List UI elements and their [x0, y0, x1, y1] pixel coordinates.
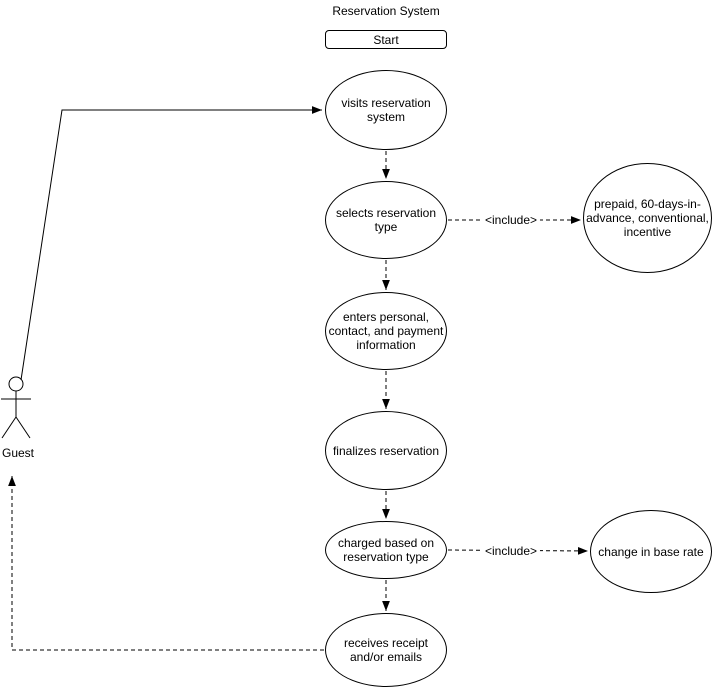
actor-left-leg	[1, 416, 17, 439]
use-case-visits-reservation-system: visits reservation system	[325, 70, 447, 150]
use-case-selects-reservation-type: selects reservation type	[325, 181, 447, 259]
use-case-receives-receipt: receives receipt and/or emails	[325, 613, 447, 687]
use-case-label: prepaid, 60-days-in- advance, convention…	[586, 197, 709, 239]
use-case-change-in-base-rate: change in base rate	[590, 510, 712, 593]
actor-label: Guest	[1, 446, 34, 460]
actor-to-visits-connector	[20, 106, 322, 381]
use-case-finalizes-reservation: finalizes reservation	[325, 411, 447, 490]
use-case-label: visits reservation system	[341, 96, 431, 124]
actor-figure	[1, 376, 31, 439]
include-label: <include>	[481, 213, 541, 227]
use-case-label: change in base rate	[598, 544, 704, 559]
diagram-title: Reservation System	[332, 4, 440, 18]
start-node: Start	[325, 30, 447, 49]
use-case-reservation-types: prepaid, 60-days-in- advance, convention…	[583, 163, 712, 273]
use-case-charged-reservation-type: charged based on reservation type	[325, 521, 447, 579]
use-case-label: finalizes reservation	[332, 443, 440, 458]
use-case-label: selects reservation type	[335, 206, 437, 234]
start-node-label: Start	[373, 32, 399, 47]
return-connector-receives-to-actor	[8, 476, 324, 651]
use-case-label: receives receipt and/or emails	[343, 636, 429, 664]
use-case-enters-information: enters personal, contact, and payment in…	[325, 292, 447, 370]
actor-right-leg	[15, 416, 31, 439]
use-case-label: charged based on reservation type	[337, 536, 435, 564]
use-case-label: enters personal, contact, and payment in…	[328, 310, 444, 352]
include-label: <include>	[481, 544, 541, 558]
